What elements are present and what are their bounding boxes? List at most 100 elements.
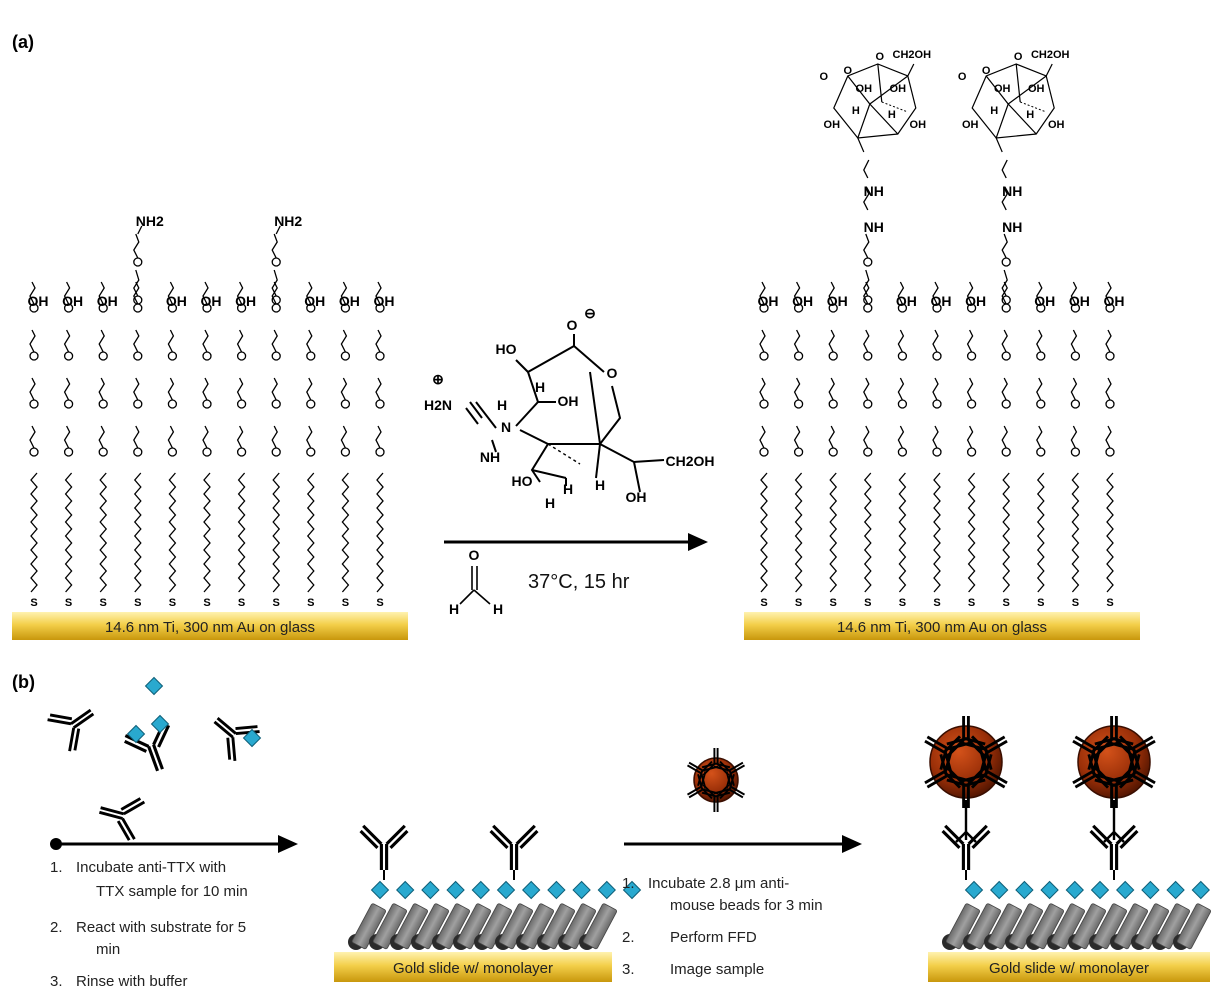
hydroxyl-terminus: OH — [931, 293, 952, 309]
formaldehyde-o: O — [469, 547, 480, 563]
sam-chain: SOH — [758, 281, 779, 609]
step-left-3-line1: Rinse with buffer — [76, 973, 187, 990]
ttx-plus-charge: ⊕ — [432, 371, 444, 387]
sam-molecule — [1050, 903, 1086, 950]
sulfur-atom: S — [933, 597, 940, 609]
antibody — [1072, 735, 1120, 777]
steps-left: 1. Incubate anti-TTX with TTX sample for… — [50, 859, 248, 990]
sulfur-atom: S — [1072, 597, 1079, 609]
antibody — [1089, 824, 1139, 870]
antibody — [924, 735, 972, 777]
hydroxyl-terminus: OH — [792, 293, 813, 309]
ttx-oh-2: OH — [1028, 83, 1045, 95]
antibody — [359, 824, 409, 870]
step-right-1-num: 1. — [622, 875, 635, 892]
sam-molecule — [966, 903, 1002, 950]
ttx-oh-3: OH — [824, 119, 841, 131]
ttx-molecule — [150, 714, 170, 734]
peg-oxygen — [863, 399, 873, 409]
ttx-o-minus: O — [958, 71, 967, 83]
sulfur-atom: S — [1003, 597, 1010, 609]
sulfur-atom: S — [65, 597, 72, 609]
sam-chain: S OH — [931, 281, 952, 609]
peg-oxygen — [63, 447, 74, 457]
sam-molecule — [351, 903, 387, 950]
ttx-oh-bottom: OH — [626, 489, 647, 505]
sulfur-atom: S — [30, 597, 37, 609]
sam-molecule — [435, 903, 471, 950]
ttx-h-2: H — [497, 397, 507, 413]
step-right-2-line1: Perform FFD — [670, 929, 757, 946]
ttx-h2n: H2N — [424, 397, 452, 413]
ttx-molecule — [547, 880, 566, 900]
steps-right: 1. Incubate 2.8 μm anti- mouse beads for… — [622, 875, 823, 978]
ttx-molecule — [1141, 880, 1160, 900]
sam-chain: SOH — [896, 281, 917, 609]
ttx-molecule — [471, 880, 490, 900]
secondary-amine-2: NH — [1002, 183, 1022, 199]
peg-oxygen — [167, 447, 178, 457]
peg-oxygen — [932, 399, 942, 409]
ttx-oh-2: OH — [890, 83, 907, 95]
peg-oxygen — [167, 351, 178, 361]
peg-oxygen — [236, 351, 247, 361]
sulfur-atom: S — [307, 597, 314, 609]
ttx-oh-4: OH — [1048, 119, 1065, 131]
ttx-molecule — [126, 724, 146, 744]
peg-oxygen — [271, 351, 281, 361]
ttx-molecule — [1090, 880, 1110, 900]
peg-oxygen — [236, 447, 247, 457]
peg-oxygen — [98, 447, 108, 457]
hydroxyl-terminus: OH — [304, 293, 325, 309]
peg-oxygen — [271, 303, 281, 313]
substrate-b-middle-label: Gold slide w/ monolayer — [393, 960, 553, 977]
step-left-2-line1: React with substrate for 5 — [76, 919, 246, 936]
peg-oxygen — [793, 399, 804, 409]
peg-oxygen — [828, 351, 838, 361]
ttx-molecule — [1040, 880, 1059, 900]
peg-oxygen — [306, 399, 316, 409]
hydroxyl-terminus: OH — [339, 293, 360, 309]
peg-oxygen — [375, 447, 385, 457]
peg-oxygen — [793, 447, 804, 457]
ttx-molecule — [964, 880, 984, 900]
hydroxyl-terminus: OH — [758, 293, 779, 309]
ttx-o-carboxyl: O — [567, 317, 578, 333]
sam-chain: S OH — [28, 281, 49, 609]
substrate-a-right-label: 14.6 nm Ti, 300 nm Au on glass — [837, 619, 1047, 636]
hydroxyl-terminus: OH — [28, 293, 49, 309]
amine-terminus: NH2 — [274, 213, 302, 229]
peg-oxygen — [1070, 351, 1081, 361]
peg-oxygen — [759, 447, 769, 457]
sam-chain: SOH — [166, 281, 187, 609]
sam-chain: SOH — [792, 281, 813, 609]
step-right-3-line1: Image sample — [670, 961, 764, 978]
hydroxyl-terminus: OH — [97, 293, 118, 309]
secondary-amine-2: NH — [864, 183, 884, 199]
sulfur-atom: S — [273, 597, 280, 609]
sulfur-atom: S — [864, 597, 871, 609]
sulfur-atom: S — [100, 597, 107, 609]
sam-molecule — [945, 903, 981, 950]
ttx-h-3: H — [563, 481, 573, 497]
ttx-molecule — [370, 880, 390, 900]
amine-terminus: NH2 — [136, 213, 164, 229]
peg-oxygen — [133, 351, 143, 361]
peg-oxygen — [897, 447, 908, 457]
peg-oxygen — [1001, 447, 1011, 457]
step-right-2-num: 2. — [622, 929, 635, 946]
sam-molecule — [987, 903, 1023, 950]
panel-b-label: (b) — [12, 672, 35, 692]
peg-oxygen — [793, 351, 804, 361]
peg-oxygen — [98, 399, 108, 409]
sulfur-atom: S — [169, 597, 176, 609]
sam-chain: SOH — [201, 281, 222, 609]
substrate-a-left-label: 14.6 nm Ti, 300 nm Au on glass — [105, 619, 315, 636]
ttx-molecule — [496, 880, 516, 900]
bead — [1072, 716, 1156, 808]
peg-oxygen — [1070, 447, 1081, 457]
sam-molecule — [1008, 903, 1044, 950]
peg-oxygen — [828, 399, 838, 409]
ttx-h: H — [990, 105, 998, 117]
